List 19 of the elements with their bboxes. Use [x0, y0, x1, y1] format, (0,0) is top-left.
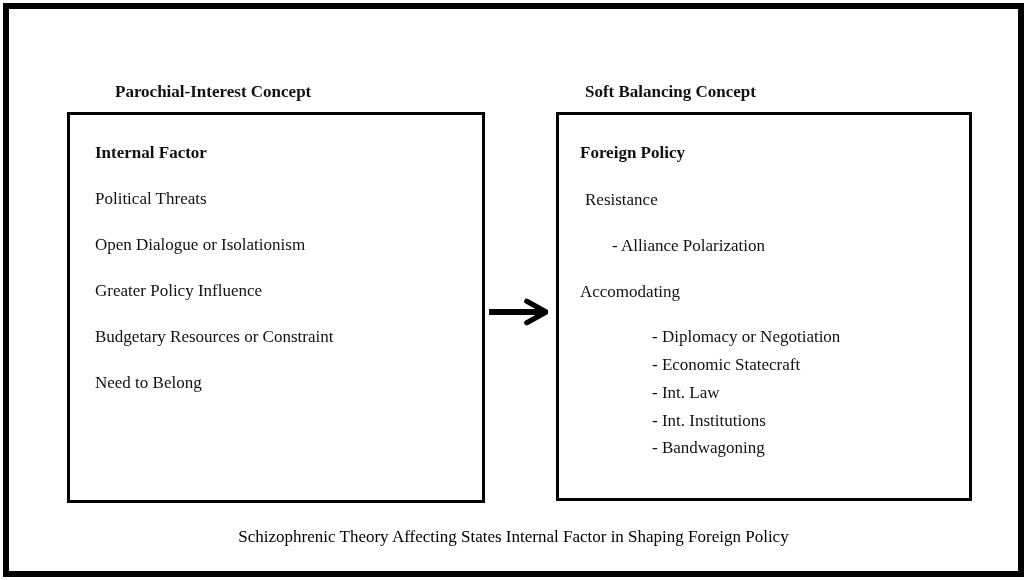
column-heading: Soft Balancing Concept — [585, 82, 756, 102]
list-item: - Int. Institutions — [652, 411, 766, 431]
list-item: - Int. Law — [652, 383, 720, 403]
list-item: - Alliance Polarization — [612, 236, 765, 256]
arrow — [489, 298, 549, 326]
list-item: Need to Belong — [95, 373, 202, 393]
list-item: - Economic Statecraft — [652, 355, 801, 375]
list-item: Budgetary Resources or Constraint — [95, 327, 334, 347]
list-item: - Bandwagoning — [652, 438, 765, 458]
list-item: Open Dialogue or Isolationism — [95, 235, 306, 255]
caption: Schizophrenic Theory Affecting States Internal Factor in Shaping Foreign Policy — [237, 527, 790, 547]
list-item: Resistance — [585, 190, 658, 210]
list-item: Political Threats — [95, 189, 207, 209]
section-heading: Internal Factor — [95, 143, 207, 163]
section-heading: Foreign Policy — [580, 143, 685, 163]
list-item: - Diplomacy or Negotiation — [652, 327, 841, 347]
column-heading: Parochial-Interest Concept — [115, 82, 312, 102]
list-item: Greater Policy Influence — [95, 281, 263, 301]
list-item: Accomodating — [580, 282, 681, 302]
